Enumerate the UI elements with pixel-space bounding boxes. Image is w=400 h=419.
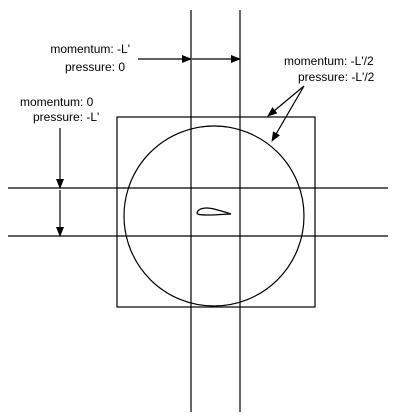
- square-control-volume: [116, 116, 316, 308]
- arrow-top-right-to-square: [267, 85, 305, 117]
- left-pressure-label: pressure: -L': [33, 110, 99, 124]
- circular-control-volume: [123, 125, 305, 307]
- left-momentum-label: momentum: 0: [20, 95, 94, 109]
- top-center-pressure-label: pressure: 0: [65, 60, 125, 74]
- top-center-momentum-label: momentum: -L': [50, 42, 130, 56]
- airfoil-shape: [196, 207, 232, 216]
- top-right-momentum-label: momentum: -L'/2: [284, 54, 374, 68]
- arrow-top-right-to-circle: [271, 85, 305, 142]
- top-right-pressure-label: pressure: -L'/2: [298, 70, 375, 84]
